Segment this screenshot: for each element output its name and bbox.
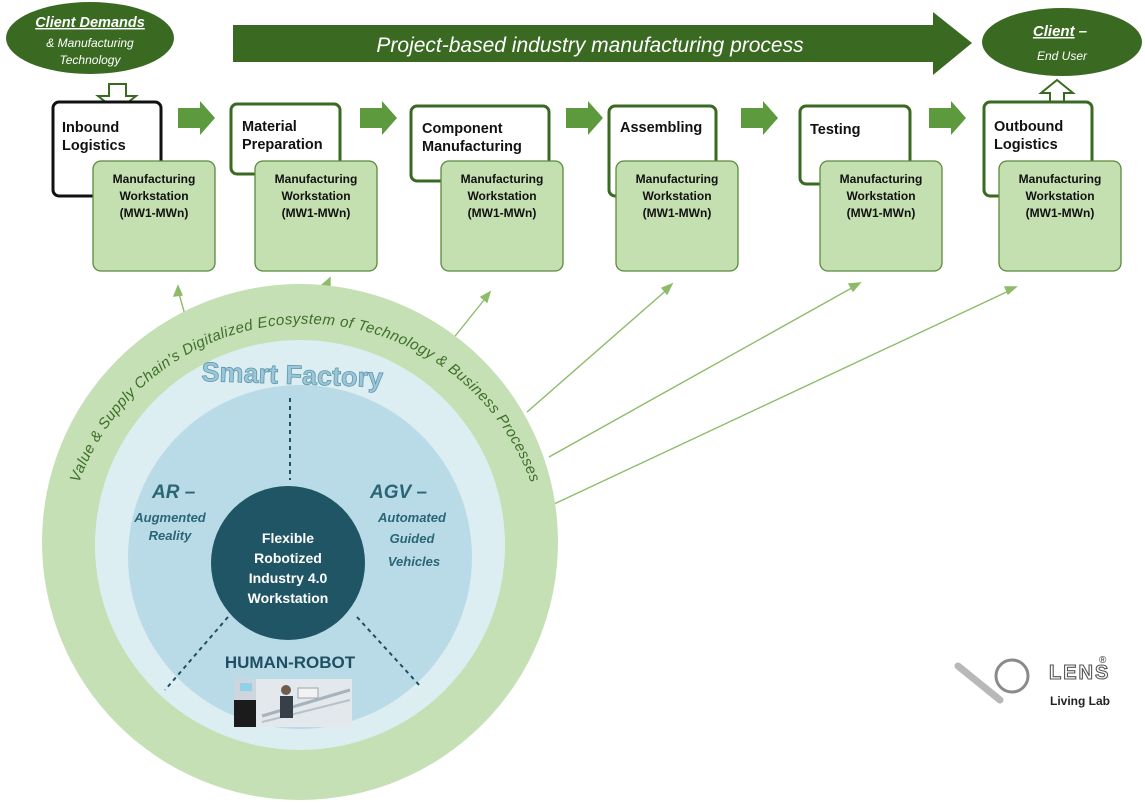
- workstation-line1: Manufacturing: [113, 172, 196, 186]
- client-demands-line3: Technology: [60, 53, 122, 67]
- ar-title: AR –: [151, 482, 196, 503]
- process-banner-arrow: [233, 12, 972, 75]
- agv-line2: Guided: [390, 531, 436, 546]
- core-line2: Robotized: [254, 550, 322, 566]
- flow-arrow-4: [741, 101, 778, 135]
- core-line3: Industry 4.0: [249, 570, 328, 586]
- workstation-line3: (MW1-MWn): [120, 206, 189, 220]
- workstation-box: [92, 160, 216, 272]
- workstation-line3: (MW1-MWn): [847, 206, 916, 220]
- stage-title-line1: Component: [422, 121, 503, 137]
- lens-registered: ®: [1099, 655, 1107, 666]
- lens-wordmark: LENS: [1049, 662, 1110, 684]
- workstation-line3: (MW1-MWn): [643, 206, 712, 220]
- robotized-workstation-core: [211, 486, 365, 640]
- stage-title-line2: Manufacturing: [422, 139, 522, 155]
- stage-title-line2: Logistics: [994, 137, 1058, 153]
- stage-title-line1: Inbound: [62, 120, 119, 136]
- ar-line2: Reality: [149, 528, 192, 543]
- workstation-box: [819, 160, 943, 272]
- workstation-box: [998, 160, 1122, 272]
- workstation-line3: (MW1-MWn): [468, 206, 537, 220]
- core-line4: Workstation: [248, 590, 329, 606]
- workstation-line2: Workstation: [119, 189, 188, 203]
- agv-line3: Vehicles: [388, 554, 440, 569]
- workstation-line1: Manufacturing: [275, 172, 358, 186]
- connector-6: [551, 286, 1018, 506]
- human-robot-photo: [234, 679, 352, 727]
- client-end-user-line2: End User: [1037, 49, 1088, 63]
- client-title: Client: [1033, 23, 1076, 40]
- stage-title-line2: Logistics: [62, 138, 126, 154]
- workstation-box: [615, 160, 739, 272]
- process-banner-title: Project-based industry manufacturing pro…: [376, 34, 804, 57]
- workstation-box: [254, 160, 378, 272]
- stage-title-line1: Assembling: [620, 120, 702, 136]
- stage-title-line1: Material: [242, 119, 297, 135]
- smart-factory-title: Smart Factory: [201, 357, 384, 393]
- client-end-user-oval: Client – End User: [982, 8, 1142, 76]
- core-line1: Flexible: [262, 530, 314, 546]
- stage-title-line1: Outbound: [994, 119, 1063, 135]
- lens-subtitle: Living Lab: [1050, 694, 1110, 708]
- human-robot-label: HUMAN-ROBOT: [225, 653, 356, 672]
- lens-living-lab-logo: LENS ® Living Lab: [954, 655, 1110, 708]
- client-demands-title: Client Demands: [35, 15, 145, 31]
- flow-arrow-3: [566, 101, 603, 135]
- workstation-line2: Workstation: [467, 189, 536, 203]
- flow-arrow-1: [178, 101, 215, 135]
- ar-line1: Augmented: [133, 510, 207, 525]
- magnifier-icon: [994, 658, 1030, 694]
- workstation-line2: Workstation: [642, 189, 711, 203]
- sector-dividers: [164, 398, 421, 691]
- client-end-user-title: Client –: [1033, 23, 1087, 40]
- workstation-line2: Workstation: [846, 189, 915, 203]
- stage-2: MaterialPreparationManufacturingWorkstat…: [229, 102, 378, 272]
- workstation-line2: Workstation: [1025, 189, 1094, 203]
- stage-title-line2: Preparation: [242, 137, 323, 153]
- workstation-line1: Manufacturing: [840, 172, 923, 186]
- stage-6: OutboundLogisticsManufacturingWorkstatio…: [982, 100, 1122, 272]
- connector-4: [526, 282, 674, 413]
- workstation-line1: Manufacturing: [461, 172, 544, 186]
- connector-3: [451, 290, 492, 341]
- divider-left: [164, 616, 229, 691]
- workstation-line1: Manufacturing: [636, 172, 719, 186]
- process-stages: InboundLogisticsManufacturingWorkstation…: [51, 100, 1122, 272]
- workstation-line3: (MW1-MWn): [1026, 206, 1095, 220]
- agv-title: AGV –: [369, 482, 427, 503]
- stage-3: ComponentManufacturingManufacturingWorks…: [409, 104, 564, 272]
- workstation-line3: (MW1-MWn): [282, 206, 351, 220]
- workstation-box: [440, 160, 564, 272]
- connector-5: [548, 282, 862, 458]
- client-demands-line2: & Manufacturing: [46, 36, 134, 50]
- workstation-line1: Manufacturing: [1019, 172, 1102, 186]
- agv-line1: Automated: [377, 510, 447, 525]
- workstation-line2: Workstation: [281, 189, 350, 203]
- client-dash: –: [1075, 23, 1088, 40]
- stage-title-line1: Testing: [810, 122, 860, 138]
- flow-arrow-5: [929, 101, 966, 135]
- flow-arrow-2: [360, 101, 397, 135]
- client-demands-oval: Client Demands & Manufacturing Technolog…: [6, 2, 174, 74]
- stage-1: InboundLogisticsManufacturingWorkstation…: [51, 100, 216, 272]
